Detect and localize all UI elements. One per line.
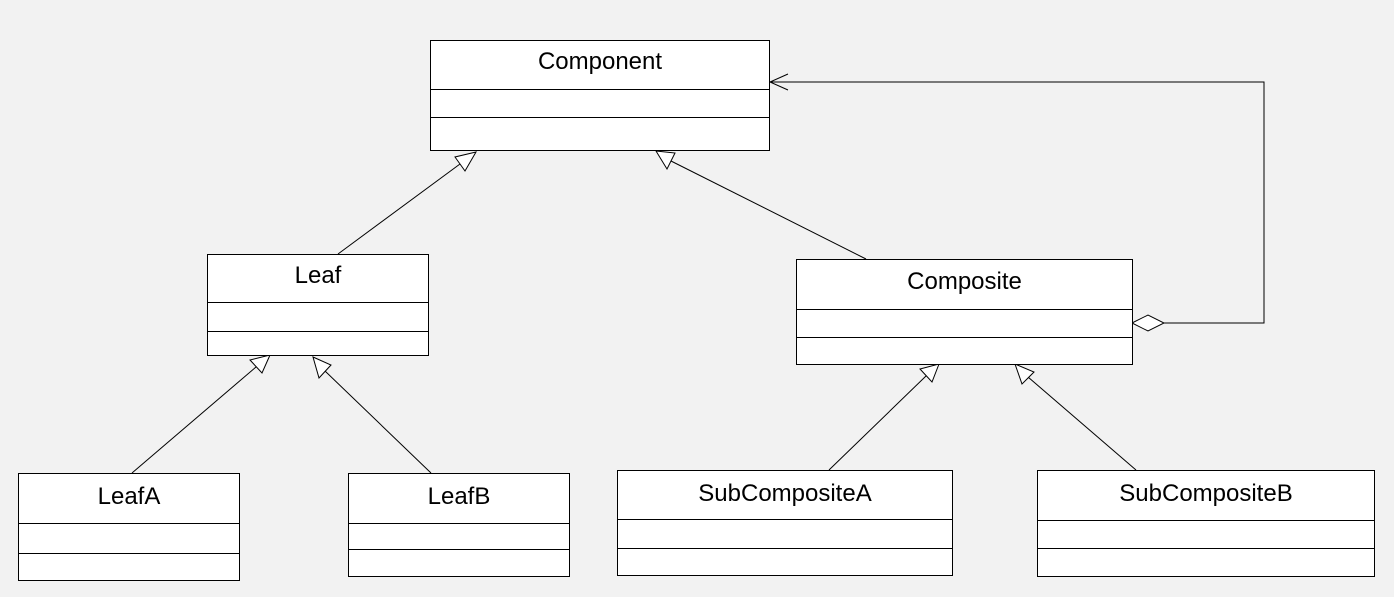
class-sub-composite-a-name: SubCompositeA	[618, 471, 952, 520]
generalization-line-leafb-leaf	[324, 370, 432, 474]
aggregation-line-composite-component	[770, 81, 1265, 324]
class-composite-operations	[797, 338, 1132, 364]
class-sub-composite-a-attributes	[618, 520, 952, 549]
class-component-name: Component	[431, 41, 769, 90]
generalization-line-subcompositeb-composite	[1027, 376, 1137, 471]
class-sub-composite-b-attributes	[1038, 521, 1374, 549]
class-sub-composite-b: SubCompositeB	[1037, 470, 1375, 577]
class-leaf-attributes	[208, 303, 428, 332]
generalization-line-leafa-leaf	[131, 366, 257, 474]
class-composite-name: Composite	[797, 260, 1132, 310]
class-leaf-b: LeafB	[348, 473, 570, 577]
inheritance-arrowhead-leaf-left	[249, 354, 271, 374]
class-leaf-a-attributes	[19, 524, 239, 554]
inheritance-arrowhead-leaf-right	[312, 356, 332, 379]
class-composite-attributes	[797, 310, 1132, 338]
class-component: Component	[430, 40, 770, 151]
class-sub-composite-a: SubCompositeA	[617, 470, 953, 576]
class-leaf-a: LeafA	[18, 473, 240, 581]
class-composite: Composite	[796, 259, 1133, 365]
class-component-attributes	[431, 90, 769, 118]
class-leaf-a-name: LeafA	[19, 474, 239, 524]
class-sub-composite-b-operations	[1038, 549, 1374, 576]
aggregation-diamond	[1130, 314, 1166, 332]
class-sub-composite-b-name: SubCompositeB	[1038, 471, 1374, 521]
inheritance-arrowhead-composite-right	[1014, 363, 1035, 385]
class-leaf-name: Leaf	[208, 255, 428, 303]
inheritance-arrowhead-component-right	[655, 150, 676, 171]
inheritance-arrowhead-component-left	[454, 151, 478, 172]
class-leaf-a-operations	[19, 554, 239, 580]
generalization-line-composite-component	[670, 160, 867, 260]
generalization-line-leaf-component	[337, 163, 461, 255]
class-component-operations	[431, 118, 769, 150]
class-sub-composite-a-operations	[618, 549, 952, 575]
generalization-line-subcompositea-composite	[828, 375, 927, 471]
class-leaf-b-operations	[349, 550, 569, 576]
class-leaf-b-attributes	[349, 524, 569, 550]
class-leaf-operations	[208, 332, 428, 355]
class-leaf: Leaf	[207, 254, 429, 356]
inheritance-arrowhead-composite-left	[919, 363, 940, 383]
class-leaf-b-name: LeafB	[349, 474, 569, 524]
aggregation-open-arrowhead	[768, 73, 789, 91]
